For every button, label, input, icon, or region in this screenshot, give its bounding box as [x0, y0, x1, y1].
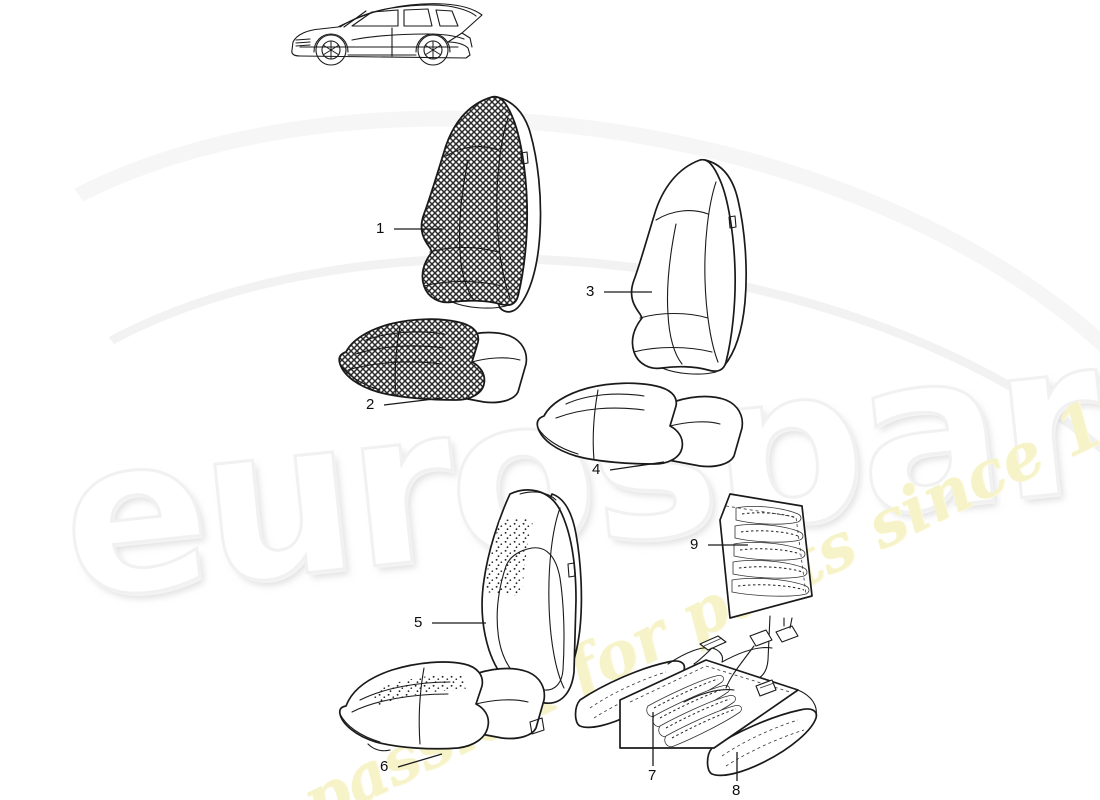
part-5-backrest-foam-padding [481, 489, 583, 704]
callout-number-1: 1 [376, 220, 385, 237]
vehicle-illustration-porsche-968 [291, 3, 483, 66]
part-7-8-seat-heating-element-assembly [574, 617, 818, 777]
connector-b [741, 629, 773, 663]
callout-number-3: 3 [586, 283, 595, 300]
callout-number-6: 6 [380, 758, 389, 775]
part-1-backrest-cover-fabric [420, 95, 542, 313]
callout-number-4: 4 [592, 461, 601, 478]
part-8-side-bolster-heating-element [706, 708, 818, 777]
heating-element-wiring-harness [667, 617, 817, 717]
callout-leader-lines [383, 228, 748, 781]
callout-number-9: 9 [690, 536, 699, 553]
callout-number-7: 7 [648, 767, 657, 784]
connector-d [755, 679, 777, 697]
part-9-backrest-heating-element [719, 493, 813, 681]
callout-number-8: 8 [732, 782, 741, 799]
part-4-seat-cushion-cover-leather [536, 382, 744, 468]
part-3-backrest-cover-leather [630, 158, 748, 375]
part-2-seat-cushion-cover-fabric [338, 318, 528, 404]
connector-c [775, 617, 799, 643]
callout-number-5: 5 [414, 614, 423, 631]
connector-a [699, 635, 727, 651]
callout-number-2: 2 [366, 396, 375, 413]
part-6-seat-cushion-foam-padding [338, 661, 546, 752]
part-7-cushion-heating-element [619, 659, 799, 749]
